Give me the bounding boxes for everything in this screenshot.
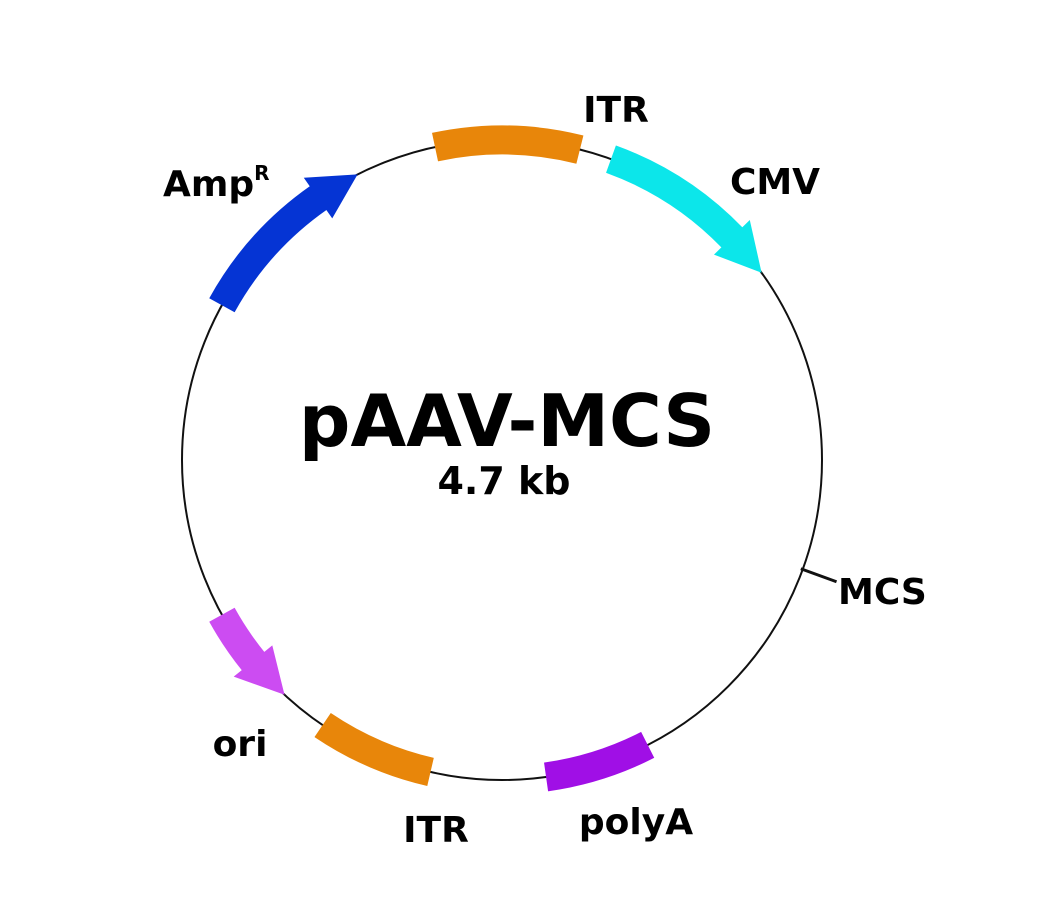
ori-label: ori <box>213 724 268 765</box>
polya-label: polyA <box>579 802 693 843</box>
itr-top-label: ITR <box>583 90 649 131</box>
features-layer <box>209 125 838 792</box>
ampr-label-main: Amp <box>163 164 254 205</box>
ori-arrow <box>209 607 285 695</box>
cmv-arrow <box>606 145 762 273</box>
itr-top-block <box>432 125 584 164</box>
ampr-arrow <box>209 174 358 313</box>
labels-layer: ITR CMV MCS polyA ITR ori AmpR pAAV-MCS … <box>163 90 927 851</box>
polya-block <box>544 731 655 792</box>
itr-bottom-label: ITR <box>403 810 469 851</box>
ampr-label-superscript: R <box>254 161 269 185</box>
cmv-label: CMV <box>730 162 820 203</box>
plasmid-name: pAAV-MCS <box>299 379 715 463</box>
itr-bottom-block <box>314 713 434 786</box>
mcs-tick <box>800 567 838 584</box>
ampr-label: AmpR <box>163 161 270 205</box>
mcs-label: MCS <box>838 572 927 613</box>
plasmid-size: 4.7 kb <box>437 459 570 503</box>
